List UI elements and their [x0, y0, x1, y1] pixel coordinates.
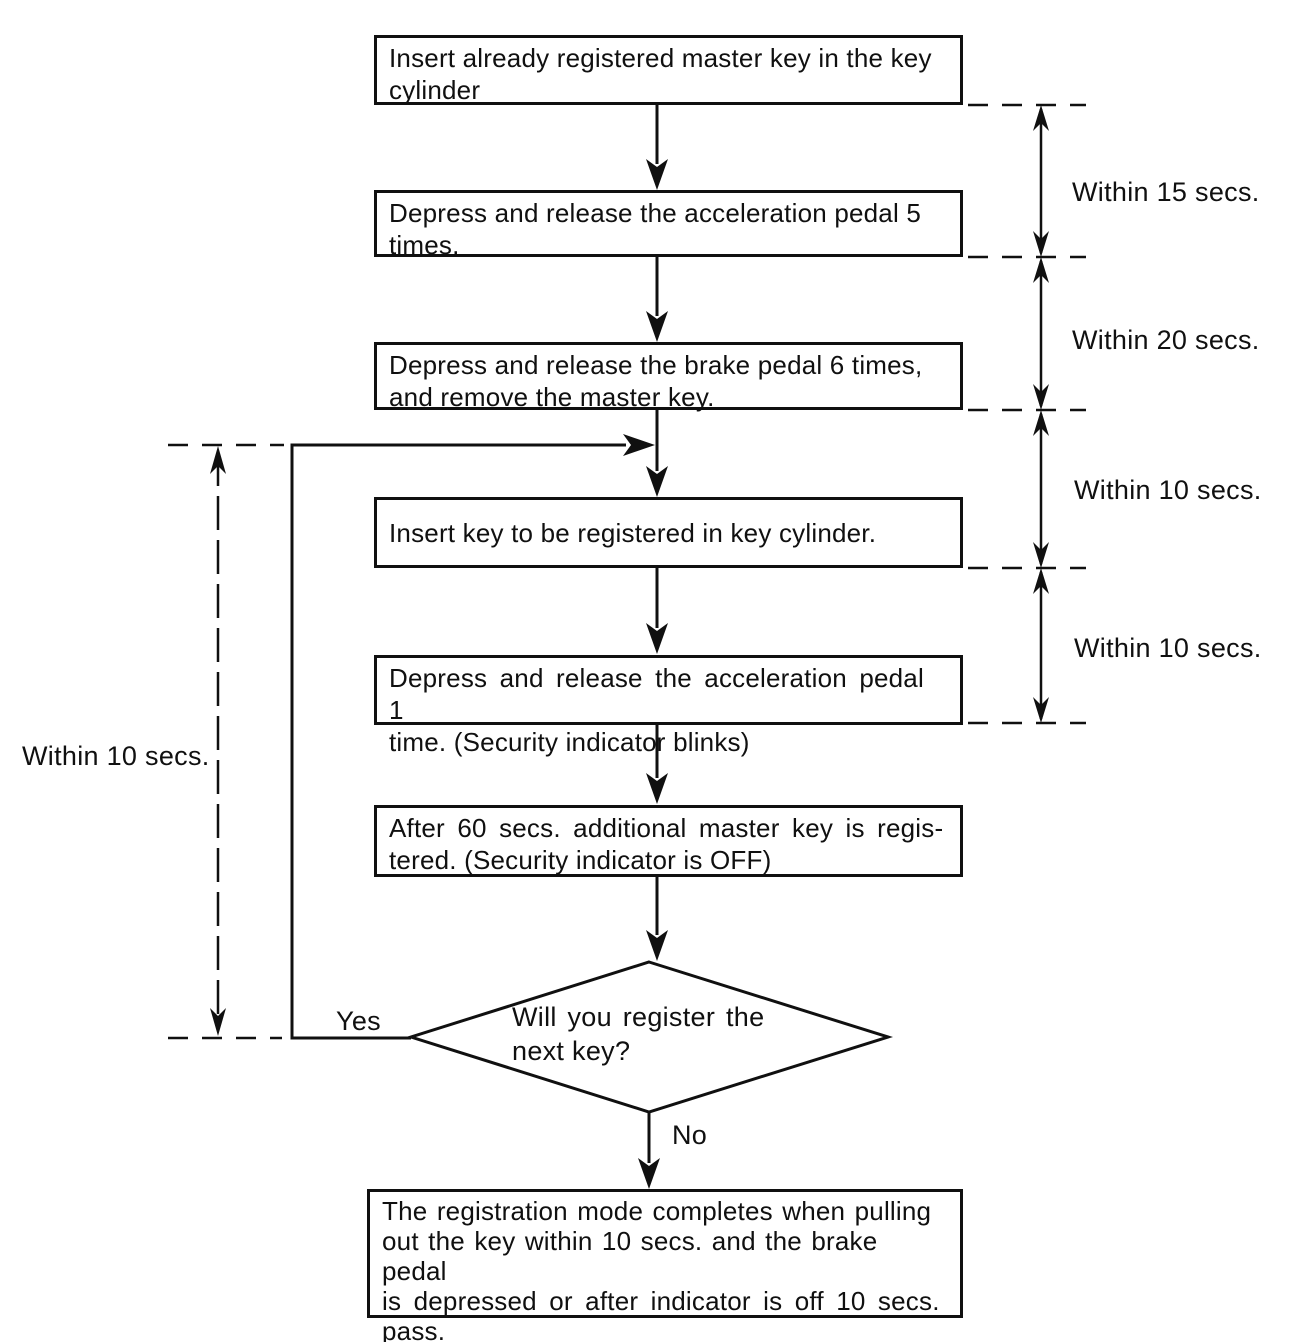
flow-arrowhead-down: [646, 773, 668, 804]
dimension-arrowhead-down: [1033, 697, 1049, 723]
dimension-arrowhead-down: [1033, 231, 1049, 257]
dimension-arrowhead-up: [1033, 105, 1049, 131]
step-text-line: Insert already registered master key in …: [389, 43, 932, 73]
step-box-brake-pedal-6-times: Depress and release the brake pedal 6 ti…: [374, 342, 963, 412]
step-text-line: Depress and release the brake pedal 6 ti…: [389, 350, 923, 380]
timing-label-within-20-secs: Within 20 secs.: [1072, 325, 1260, 355]
step-box-key-registered: After 60 secs. additional master key is …: [374, 805, 963, 877]
step-box-insert-master-key: Insert already registered master key in …: [374, 35, 963, 105]
step-text-line: times.: [389, 230, 460, 260]
step-text-line: Insert key to be registered in key cylin…: [389, 517, 877, 548]
yes-return-line: [290, 443, 626, 1040]
step-text-line: out the key within 10 secs. and the brak…: [382, 1226, 878, 1286]
step-text-line: Depress and release the acceleration ped…: [389, 198, 922, 228]
step-box-accel-pedal-1-time: Depress and release the acceleration ped…: [374, 655, 963, 757]
dimension-arrowhead-down: [1033, 384, 1049, 410]
flow-arrowhead-down: [646, 311, 668, 342]
no-label: No: [672, 1120, 708, 1150]
dimension-arrowhead-up: [1033, 410, 1049, 436]
step-box-insert-new-key: Insert key to be registered in key cylin…: [374, 497, 963, 568]
step-text-line: After 60 secs. additional master key is …: [389, 813, 944, 843]
timing-label-within-10-secs-1: Within 10 secs.: [1074, 475, 1262, 505]
step-text-line: Depress and release the acceleration ped…: [389, 663, 924, 725]
dimension-arrowhead-up: [1033, 257, 1049, 283]
flow-arrowhead-down: [646, 930, 668, 961]
flow-arrowhead-down: [646, 623, 668, 654]
step-text-line: tered. (Security indicator is OFF): [389, 845, 772, 875]
flow-arrowhead-down: [638, 1158, 660, 1189]
decision-text-line: next key?: [512, 1036, 631, 1066]
step-text-line: The registration mode completes when pul…: [382, 1196, 932, 1226]
dimension-arrowhead-up: [210, 446, 226, 474]
yes-label: Yes: [336, 1006, 381, 1036]
dimension-arrowhead-down: [1033, 542, 1049, 568]
timing-label-within-10-secs-2: Within 10 secs.: [1074, 633, 1262, 663]
decision-text: Will you register the next key?: [512, 1000, 764, 1068]
step-text-line: pass.: [382, 1316, 446, 1342]
decision-text-line: Will you register the: [512, 1002, 765, 1032]
timing-label-within-10-secs-left: Within 10 secs.: [22, 741, 210, 771]
flow-arrowhead-down: [646, 159, 668, 190]
flow-arrowhead-down: [646, 466, 668, 497]
step-text-line: is depressed or after indicator is off 1…: [382, 1286, 940, 1316]
step-text-line: and remove the master key.: [389, 382, 715, 412]
dimension-arrowhead-down: [210, 1008, 226, 1036]
step-box-registration-complete: The registration mode completes when pul…: [367, 1189, 963, 1342]
decision-diamond-shape: [406, 960, 894, 1114]
step-text-line: time. (Security indicator blinks): [389, 727, 750, 757]
yes-return-arrowhead-right: [623, 434, 655, 456]
step-text-line: cylinder: [389, 75, 481, 105]
step-box-accel-pedal-5-times: Depress and release the acceleration ped…: [374, 190, 963, 260]
timing-label-within-15-secs: Within 15 secs.: [1072, 177, 1260, 207]
dimension-arrowhead-up: [1033, 568, 1049, 594]
